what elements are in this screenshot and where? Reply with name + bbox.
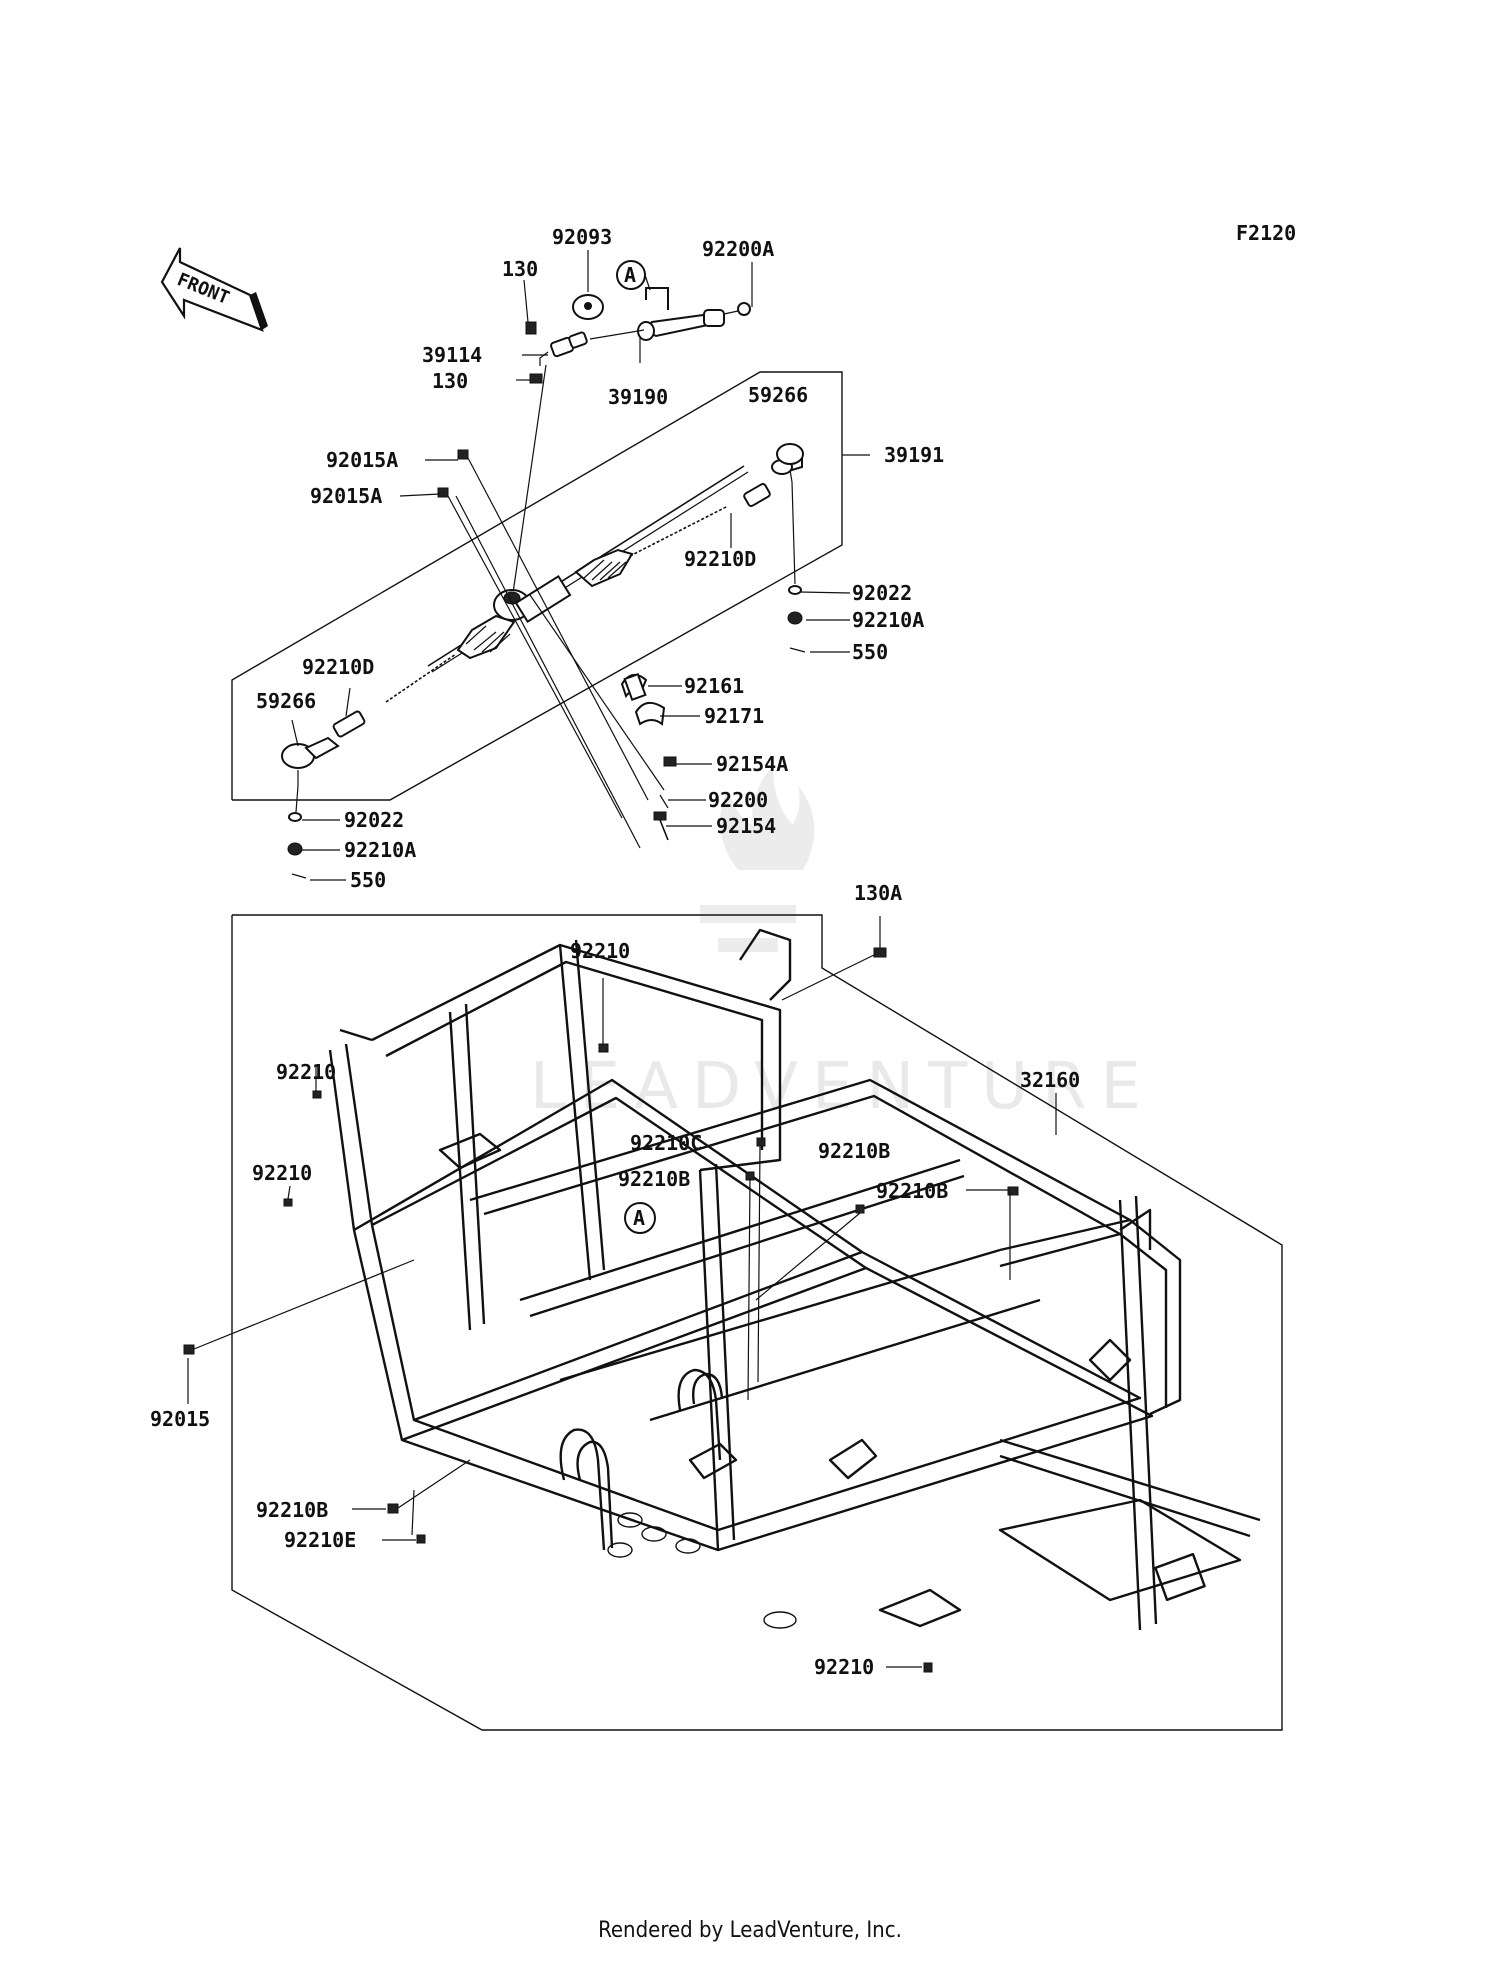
- label-92210A-right: 92210A: [852, 608, 924, 632]
- label-92210B-3: 92210B: [876, 1179, 948, 1203]
- label-92015A-1: 92015A: [326, 448, 398, 472]
- label-92210C: 92210C: [630, 1131, 702, 1155]
- label-92210-top: 92210: [570, 939, 630, 963]
- clamp-92171: [634, 701, 666, 726]
- nut-92015A-1: [457, 449, 469, 460]
- label-92200: 92200: [708, 788, 768, 812]
- bolt-92154A: [663, 756, 677, 767]
- leader-lines-bottom: [187, 978, 1011, 1668]
- label-92015: 92015: [150, 1407, 210, 1431]
- tie-rod-end-59266-left: [281, 736, 340, 786]
- callout-a-bottom-label: A: [633, 1206, 645, 1230]
- label-130-top: 130: [502, 257, 538, 281]
- cotter-pin-550-right: [789, 647, 806, 653]
- label-92093: 92093: [552, 225, 612, 249]
- label-92210B-2: 92210B: [818, 1139, 890, 1163]
- label-92171: 92171: [704, 704, 764, 728]
- sleeve-92210D-right: [743, 483, 771, 507]
- label-92022-left: 92022: [344, 808, 404, 832]
- label-92210B-1: 92210B: [618, 1167, 690, 1191]
- label-59266-right: 59266: [748, 383, 808, 407]
- frame-outline: [231, 914, 1283, 1731]
- bolt-130-top: [525, 321, 537, 335]
- label-92154: 92154: [716, 814, 776, 838]
- label-92022-right: 92022: [852, 581, 912, 605]
- label-92210D-right: 92210D: [684, 547, 756, 571]
- label-130-mid: 130: [432, 369, 468, 393]
- label-32160: 32160: [1020, 1068, 1080, 1092]
- washer-92200: [659, 794, 669, 809]
- frame-fasteners: [183, 1043, 1019, 1673]
- label-92200A: 92200A: [702, 237, 774, 261]
- label-92015A-2: 92015A: [310, 484, 382, 508]
- universal-joint-39114: [539, 331, 588, 366]
- callout-a-top-label: A: [624, 263, 636, 287]
- label-39114: 39114: [422, 343, 482, 367]
- steering-rack-39191: [385, 465, 749, 703]
- steering-shaft-39190: [637, 287, 725, 341]
- nut-92210A-left: [287, 842, 303, 856]
- label-92210A-left: 92210A: [344, 838, 416, 862]
- cotter-pin-550-left: [291, 873, 307, 879]
- nut-92210A-right: [787, 611, 803, 625]
- bolt-130-mid: [529, 373, 543, 384]
- tie-rod-end-59266-right: [771, 443, 804, 483]
- label-92210B-4: 92210B: [256, 1498, 328, 1522]
- leader-lines-top: [291, 454, 870, 881]
- label-59266-left: 59266: [256, 689, 316, 713]
- washer-92022-right: [788, 585, 802, 595]
- label-92210-left1: 92210: [276, 1060, 336, 1084]
- assembly-outline: [231, 371, 843, 801]
- watermark-flame-icon: [700, 765, 815, 952]
- front-arrow-icon: FRONT: [160, 247, 268, 332]
- washer-92022-left: [288, 812, 302, 822]
- bolt-92154: [653, 811, 669, 841]
- label-550-left: 550: [350, 868, 386, 892]
- bolt-130A: [873, 947, 887, 958]
- nut-92200A: [737, 302, 751, 316]
- washer-92093: [572, 294, 604, 320]
- label-130A: 130A: [854, 881, 902, 905]
- label-92210D-left: 92210D: [302, 655, 374, 679]
- mounting-rails: [447, 457, 665, 849]
- clamp-92161: [620, 672, 648, 702]
- diagram-code: F2120: [1236, 221, 1296, 245]
- part-labels: 92093 92200A 130 39114 130 39190 59266 3…: [150, 225, 1080, 1679]
- label-550-right: 550: [852, 640, 888, 664]
- callout-a-top: A: [616, 260, 651, 291]
- watermark-text: LEADVENTURE: [530, 1050, 1155, 1124]
- label-92210-bottom: 92210: [814, 1655, 874, 1679]
- label-92154A: 92154A: [716, 752, 788, 776]
- nut-92015A-2: [437, 487, 449, 498]
- sleeve-92210D-left: [332, 710, 366, 738]
- label-92161: 92161: [684, 674, 744, 698]
- label-92210E: 92210E: [284, 1528, 356, 1552]
- callout-a-bottom: A: [624, 1202, 656, 1234]
- label-39191: 39191: [884, 443, 944, 467]
- label-92210-left2: 92210: [252, 1161, 312, 1185]
- vehicle-frame-32160: [328, 928, 1261, 1631]
- label-39190: 39190: [608, 385, 668, 409]
- footer-credit: Rendered by LeadVenture, Inc.: [598, 1918, 902, 1943]
